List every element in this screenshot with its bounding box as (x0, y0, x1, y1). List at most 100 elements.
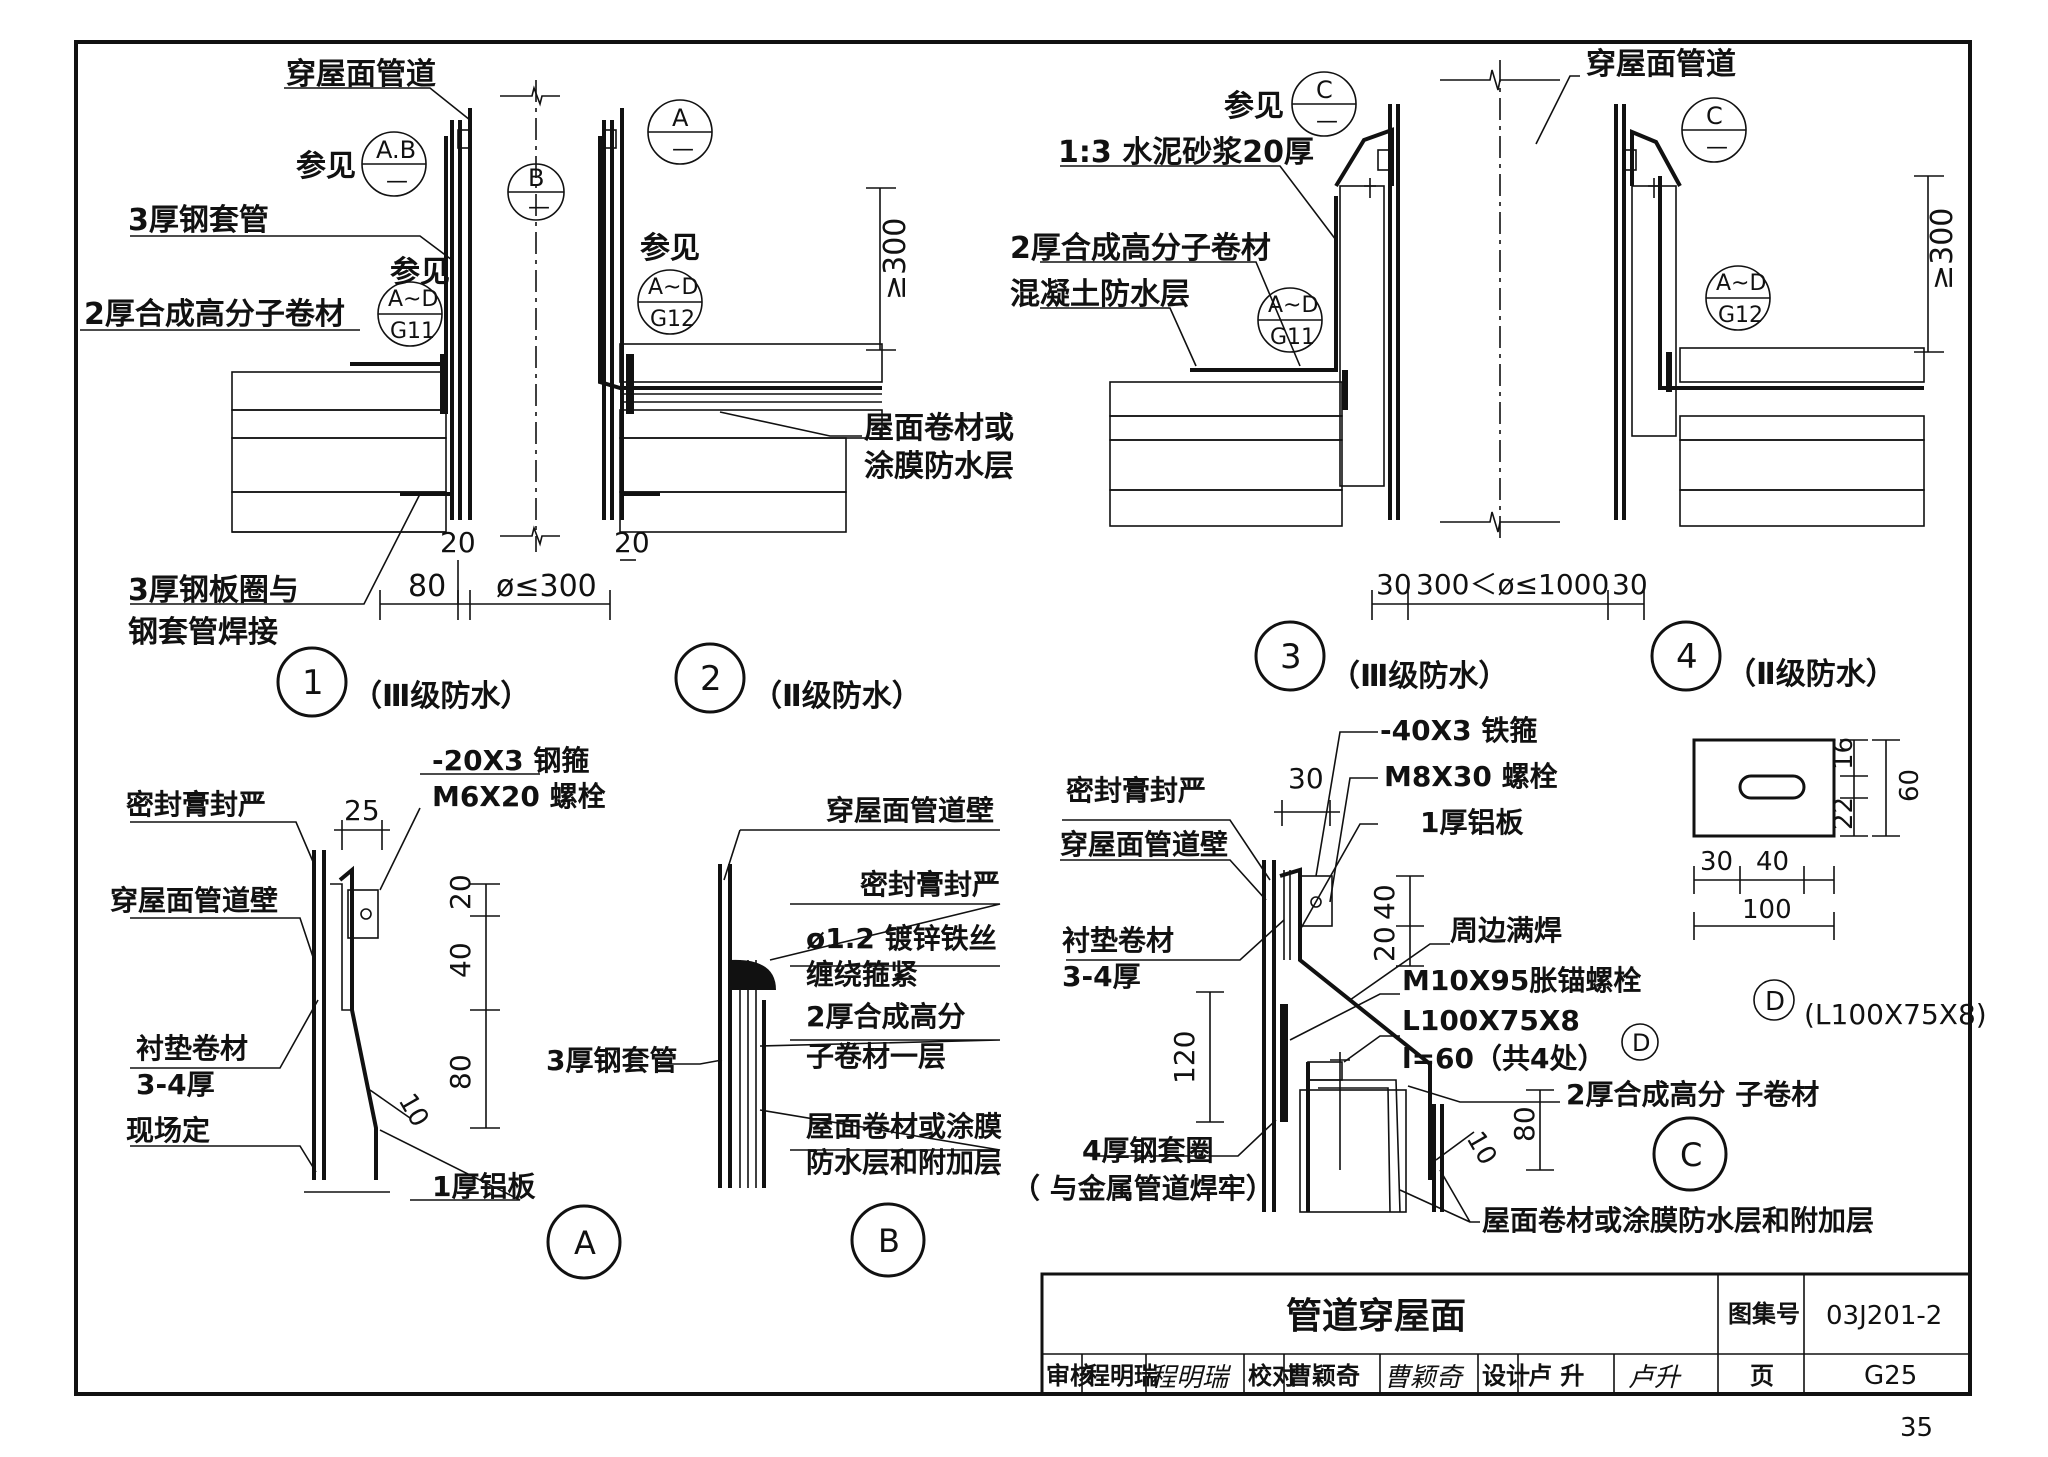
d34-concrete: 混凝土防水层 (1010, 277, 1190, 312)
svg-text:—: — (528, 195, 550, 220)
detail-c: 30 40 20 120 80 10 -40X3 铁箍 M8X30 螺栓 密封膏… (1012, 714, 1874, 1237)
d12-steel-sleeve: 3厚钢套管 (128, 203, 269, 238)
dc-roof: 屋面卷材或涂膜防水层和附加层 (1482, 1204, 1874, 1237)
dc-ref-d: D (1632, 1029, 1650, 1057)
designer: 卢 升 (1528, 1362, 1584, 1390)
svg-text:—: — (1316, 109, 1338, 134)
dd-dim-22: 22 (1829, 797, 1859, 830)
dc-bolt: M8X30 螺栓 (1384, 760, 1558, 793)
svg-text:G11: G11 (390, 319, 435, 344)
dd-dim-100: 100 (1742, 895, 1792, 925)
d1-number-circle (276, 646, 348, 718)
dc-ring-2: （ 与金属管道焊牢） (1012, 1172, 1274, 1205)
da-dim-10: 10 (392, 1089, 435, 1133)
title-block: 管道穿屋面 图集号 03J201-2 页 G25 审核 程明瑞 程明瑞 校对 曹… (1040, 1272, 1972, 1396)
dc-pipe-wall: 穿屋面管道壁 (1060, 828, 1228, 861)
dc-liner-1: 衬垫卷材 (1062, 924, 1174, 957)
d12-plate-ring-1: 3厚钢板圈与 (128, 573, 299, 608)
detail-d: 16 22 60 30 40 100 D (L100X75X8) (1692, 737, 1987, 1031)
dd-dim-30: 30 (1700, 847, 1733, 877)
da-dim-40: 40 (444, 942, 477, 978)
d4-grade: （Ⅱ级防水） (1726, 657, 1896, 692)
dc-angle-1: L100X75X8 (1402, 1004, 1580, 1037)
da-pipe-wall: 穿屋面管道壁 (110, 884, 278, 917)
d12-dim-80: 80 (408, 569, 446, 604)
review-label: 审核 (1046, 1362, 1094, 1390)
d12-ref-bubble-a: A — (647, 99, 713, 165)
design-label: 设计 (1482, 1362, 1530, 1390)
da-sealant: 密封膏封严 (126, 788, 266, 821)
dc-memb: 2厚合成高分 子卷材 (1566, 1078, 1819, 1111)
d12-dim-phi: ø≤300 (496, 569, 597, 604)
dc-dim-40: 40 (1368, 884, 1401, 920)
dc-angle-2: l=60（共4处） (1402, 1042, 1606, 1075)
da-dim-80: 80 (444, 1054, 477, 1090)
d2-number: 2 (700, 659, 722, 699)
svg-text:C: C (1706, 102, 1723, 130)
dc-hoop: -40X3 铁箍 (1380, 714, 1537, 747)
da-letter-circle (546, 1204, 622, 1280)
dd-dim-16: 16 (1829, 737, 1859, 770)
d12-dim-20b: 20 (614, 526, 650, 559)
da-bolt: M6X20 螺栓 (432, 780, 606, 813)
page-number: 35 (1900, 1413, 1933, 1443)
svg-text:C: C (1316, 76, 1333, 104)
d12-ref-bubble-b: B — (507, 163, 565, 221)
d4-number: 4 (1676, 637, 1698, 677)
dc-letter-circle (1652, 1116, 1728, 1192)
page-label: 页 (1750, 1362, 1774, 1390)
da-dim-20: 20 (444, 874, 477, 910)
svg-text:A: A (672, 104, 689, 132)
atlas-number: 03J201-2 (1826, 1301, 1942, 1331)
dd-letter: D (1765, 987, 1785, 1017)
d12-ref-bubble-g12: A~D G12 (637, 269, 703, 335)
db-letter: B (878, 1222, 900, 1260)
d12-plate-ring-2: 钢套管焊接 (128, 615, 278, 650)
detail-a: 25 20 40 80 10 密封膏封严 -20X3 钢箍 M6X20 螺栓 穿… (110, 744, 622, 1280)
d34-ge300: ≥300 (1925, 208, 1960, 290)
page-code: G25 (1864, 1361, 1917, 1391)
dc-letter: C (1680, 1136, 1702, 1174)
d1-grade: （Ⅲ级防水） (352, 679, 530, 714)
d12-ref-label-3: 参见 (640, 231, 700, 266)
svg-text:B: B (528, 164, 544, 192)
check-label: 校对 (1248, 1362, 1296, 1390)
db-sealant: 密封膏封严 (860, 868, 1000, 901)
d12-roof-layer-2: 涂膜防水层 (864, 449, 1014, 484)
d34-ref-bubble-g12: A~D G12 (1705, 265, 1771, 331)
atlas-label: 图集号 (1728, 1300, 1800, 1328)
d12-ref-bubble-ab: A.B — (361, 131, 427, 197)
d3-number: 3 (1280, 637, 1302, 677)
svg-text:G11: G11 (1270, 325, 1315, 350)
dc-dim-80: 80 (1508, 1106, 1541, 1142)
dd-spec: (L100X75X8) (1804, 998, 1987, 1031)
svg-text:A~D: A~D (648, 275, 698, 300)
d34-ref-bubble-c-left: C — (1291, 71, 1357, 137)
d34-dim-30a: 30 (1376, 568, 1412, 601)
detail-3-4: ≥300 30 300＜ø≤1000 30 穿屋面管道 参见 1:3 水泥砂浆2… (1010, 47, 1960, 694)
d12-ref-label: 参见 (296, 149, 356, 184)
db-roof-1: 屋面卷材或涂膜 (806, 1110, 1002, 1143)
dc-dim-30: 30 (1288, 762, 1324, 795)
da-liner-1: 衬垫卷材 (136, 1032, 248, 1065)
detail-b: 穿屋面管道壁 密封膏封严 ø1.2 镀锌铁丝 缠绕箍紧 3厚钢套管 2厚合成高分… (546, 794, 1002, 1278)
dc-alu: 1厚铝板 (1420, 806, 1523, 839)
dc-dim-20: 20 (1368, 926, 1401, 962)
dd-letter-circle (1753, 979, 1795, 1021)
d4-number-circle (1650, 620, 1722, 692)
svg-text:A~D: A~D (388, 287, 438, 312)
d34-ref-bubble-c-right: C — (1681, 97, 1747, 163)
d1-number: 1 (302, 663, 324, 703)
svg-text:A.B: A.B (376, 136, 416, 164)
checker: 曹颖奇 (1288, 1362, 1360, 1390)
d2-number-circle (674, 642, 746, 714)
d34-dim-phi: 300＜ø≤1000 (1416, 568, 1609, 601)
db-memb-1: 2厚合成高分 (806, 1000, 965, 1033)
reviewer-signature: 程明瑞 (1150, 1363, 1232, 1393)
dc-weld: 周边满焊 (1450, 914, 1562, 947)
svg-text:—: — (1706, 135, 1728, 160)
d34-pipe-label: 穿屋面管道 (1586, 47, 1736, 82)
d34-ref-label: 参见 (1224, 89, 1284, 124)
db-wire-1: ø1.2 镀锌铁丝 (806, 922, 997, 955)
